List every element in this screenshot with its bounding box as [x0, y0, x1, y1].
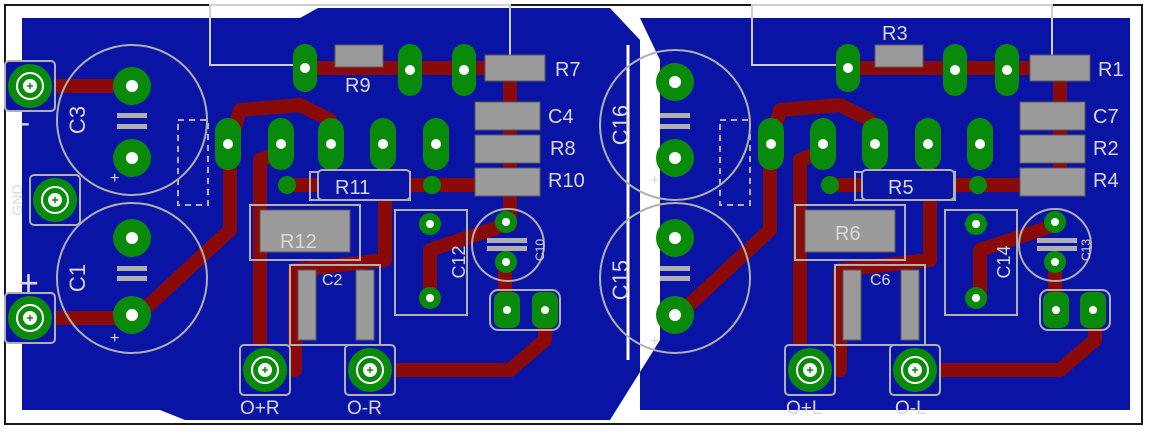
label-C2-7: C2 [322, 272, 343, 289]
resistor-bodies [317, 169, 955, 201]
label-R3-8: R3 [882, 23, 908, 45]
label-R4-12: R4 [1093, 170, 1119, 192]
label-o-plus-l-18: O+L [786, 398, 822, 419]
cap-symbols [117, 113, 1077, 281]
label-C1-rot-1: C1 [65, 264, 90, 292]
label-plus-24: + [650, 172, 659, 189]
label-R8-3: R8 [550, 138, 576, 160]
label-o-plus-r-16: O+R [240, 398, 280, 419]
connector-o-plus-l [784, 344, 836, 396]
label-C14-rot-6: C14 [994, 245, 1014, 278]
connector-plus [4, 292, 56, 344]
label-R9-0: R9 [345, 75, 371, 97]
connector-minus [4, 60, 56, 112]
label-C15-rot-3: C15 [608, 260, 633, 300]
label-plus-23: + [110, 330, 119, 347]
label-C3-rot-0: C3 [65, 106, 90, 134]
label-R1-9: R1 [1098, 59, 1124, 81]
smd-pads [259, 44, 1091, 341]
label-gnd-rot-8: GND [9, 184, 25, 215]
label-R2-11: R2 [1093, 138, 1119, 160]
silk-right [599, 49, 1111, 354]
label-R7-1: R7 [555, 59, 581, 81]
label-plus-21: + [18, 262, 39, 303]
label-plus-22: + [110, 170, 119, 187]
label-C4-2: C4 [548, 106, 574, 128]
label-plus-25: + [650, 333, 659, 350]
label-minus-20: - [20, 106, 30, 139]
label-R10-4: R10 [548, 170, 585, 192]
connector-o-minus-r [344, 344, 396, 396]
connector-o-plus-r [239, 344, 291, 396]
label-C16-rot-2: C16 [608, 105, 633, 145]
connector-gnd [29, 174, 81, 226]
label-R5-13: R5 [888, 177, 914, 199]
label-o-minus-r-17: O-R [347, 398, 382, 419]
connector-o-minus-l [889, 344, 941, 396]
label-C6-15: C6 [870, 272, 891, 289]
label-C10-rot-5: C10 [533, 239, 547, 261]
label-C13-rot-7: C13 [1079, 239, 1093, 261]
label-R12-6: R12 [280, 231, 317, 253]
label-o-minus-l-19: O-L [895, 398, 927, 419]
connectors-layer [4, 60, 941, 396]
label-C12-rot-4: C12 [449, 245, 469, 278]
label-C7-10: C7 [1093, 106, 1119, 128]
drill-holes [126, 63, 1097, 321]
label-R6-14: R6 [835, 223, 861, 245]
label-R11-5: R11 [335, 177, 370, 199]
